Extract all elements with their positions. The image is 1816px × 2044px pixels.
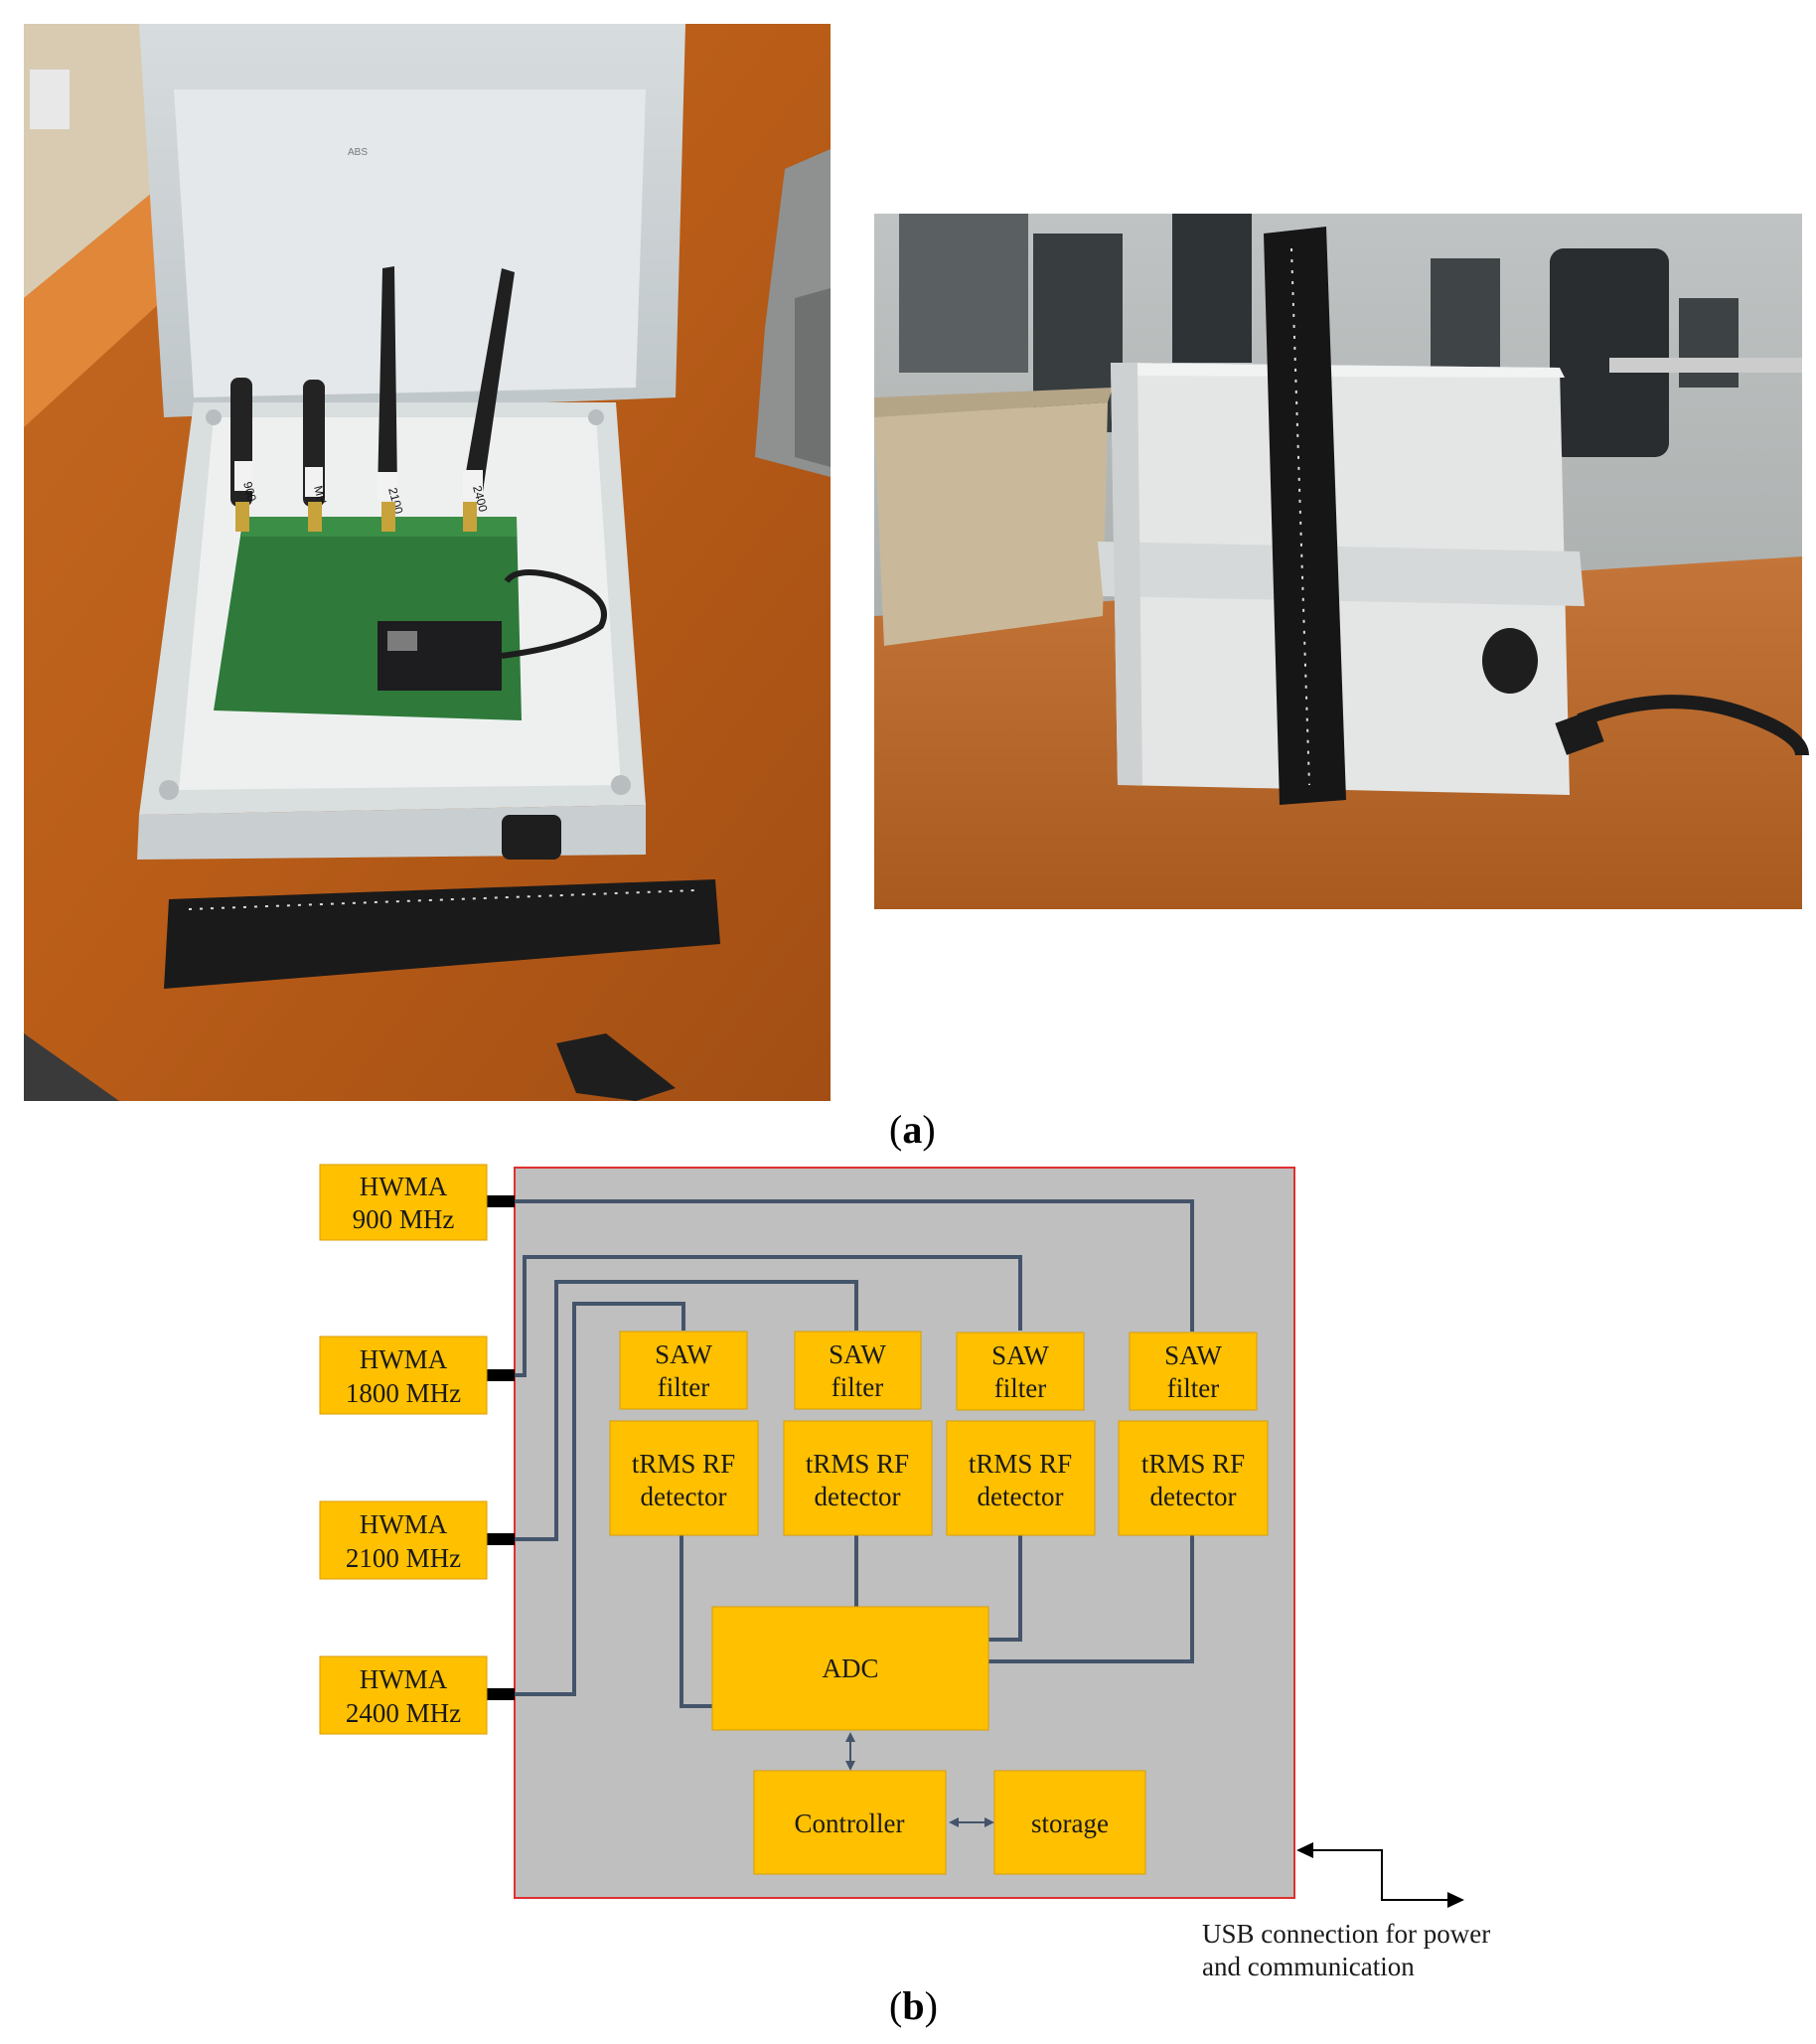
rf-detector-3: tRMS RF detector [946,1420,1096,1536]
controller-block: Controller [753,1770,947,1875]
svg-text:filter: filter [832,1372,883,1402]
svg-text:filter: filter [1167,1373,1219,1403]
photo-panel: ABS 900 MH 2100 2400 [24,24,1809,1101]
svg-text:Controller: Controller [795,1808,905,1838]
photo-open-enclosure: ABS 900 MH 2100 2400 [24,24,831,1101]
rf-detector-4: tRMS RF detector [1118,1420,1269,1536]
antenna-block-900: HWMA 900 MHz [319,1164,488,1241]
rf-wires [487,1199,1194,1708]
box-mark: ABS [348,147,368,158]
svg-text:tRMS RF: tRMS RF [969,1449,1072,1479]
usb-connection-note: USB connection for power and communicati… [1202,1919,1491,1981]
caption-b: (b) [889,1983,938,2028]
antenna-2400-line1: HWMA [360,1664,448,1694]
antenna-1800-line1: HWMA [360,1344,448,1374]
photo-closed-enclosure [874,214,1809,909]
antenna-2100-line1: HWMA [360,1509,448,1539]
controller-storage-arrow [949,1817,994,1827]
svg-text:SAW: SAW [829,1339,886,1369]
antenna-1800-line2: 1800 MHz [346,1378,461,1408]
saw-filter-1: SAW filter [619,1331,748,1410]
caption-a: (a) [889,1107,936,1152]
saw-filter-3: SAW filter [956,1332,1085,1411]
saw-filter-2: SAW filter [794,1331,922,1410]
svg-text:SAW: SAW [991,1340,1049,1370]
svg-text:detector: detector [641,1482,727,1511]
antenna-connectors [487,1195,515,1700]
antenna-900-line1: HWMA [360,1172,448,1201]
antenna-900-line2: 900 MHz [353,1204,455,1234]
svg-text:detector: detector [1150,1482,1237,1511]
antenna-label-900: 900 [240,480,259,503]
saw-filter-4: SAW filter [1129,1332,1258,1411]
usb-connection-arrow [1296,1842,1464,1908]
svg-text:detector: detector [815,1482,901,1511]
antenna-label-1800: MH [311,484,329,506]
antenna-block-2400: HWMA 2400 MHz [319,1655,488,1735]
svg-text:tRMS RF: tRMS RF [632,1449,735,1479]
adc-controller-arrow [845,1732,855,1771]
adc-block: ADC [711,1606,989,1731]
svg-text:filter: filter [658,1372,709,1402]
svg-text:ADC: ADC [822,1653,878,1683]
rf-detector-2: tRMS RF detector [783,1420,933,1536]
svg-text:detector: detector [978,1482,1064,1511]
svg-text:tRMS RF: tRMS RF [1141,1449,1245,1479]
antenna-block-1800: HWMA 1800 MHz [319,1336,488,1415]
storage-block: storage [993,1770,1146,1875]
svg-text:tRMS RF: tRMS RF [806,1449,909,1479]
svg-text:SAW: SAW [655,1339,712,1369]
svg-text:filter: filter [994,1373,1046,1403]
rf-detector-1: tRMS RF detector [609,1420,759,1536]
antenna-2400-line2: 2400 MHz [346,1698,461,1728]
svg-text:storage: storage [1031,1808,1109,1838]
antenna-2100-line2: 2100 MHz [346,1543,461,1573]
antenna-block-2100: HWMA 2100 MHz [319,1500,488,1580]
svg-text:SAW: SAW [1164,1340,1222,1370]
device-enclosure [514,1167,1295,1899]
